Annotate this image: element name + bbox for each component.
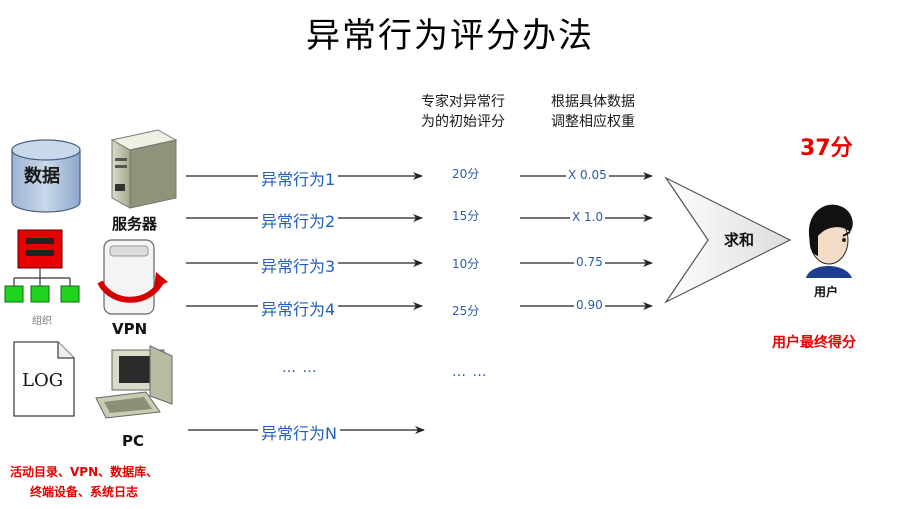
user-avatar-icon (806, 204, 853, 278)
page-title: 异常行为评分办法 (306, 16, 594, 56)
server-icon (110, 129, 178, 209)
rule-label-n: 异常行为N (258, 420, 340, 444)
vpn-label: VPN (112, 320, 148, 338)
weight-3: 0.75 (574, 255, 605, 269)
sum-label: 求和 (724, 231, 755, 249)
pc-label: PC (122, 432, 145, 450)
user-label: 用户 (814, 285, 839, 299)
rule-label-2: 异常行为2 (258, 208, 339, 232)
data-sources-line-2: 终端设备、系统日志 (30, 485, 139, 499)
final-score: 37分 (800, 136, 853, 161)
weight-1: X 0.05 (566, 168, 609, 182)
header-weight-line-1: 根据具体数据 (551, 94, 635, 110)
rule-label-1: 异常行为1 (258, 166, 339, 190)
database-icon (11, 139, 81, 213)
score-1: 20分 (452, 167, 480, 181)
score-2: 15分 (452, 209, 480, 223)
rule-ellipsis: … … (282, 360, 318, 376)
score-3: 10分 (452, 257, 480, 271)
header-initial-line-1: 专家对异常行 (421, 94, 505, 110)
pc-icon (95, 345, 173, 419)
log-document-icon (13, 341, 75, 417)
org-chart-icon (4, 229, 80, 303)
score-ellipsis: … … (452, 364, 488, 380)
score-4: 25分 (452, 304, 480, 318)
vpn-icon (97, 239, 168, 315)
weight-4: 0.90 (574, 298, 605, 312)
rule-label-4: 异常行为4 (258, 296, 339, 320)
server-label: 服务器 (112, 215, 158, 233)
data-sources-note: 活动目录、VPN、数据库、 终端设备、系统日志 (6, 462, 206, 502)
header-initial-line-2: 为的初始评分 (421, 114, 505, 130)
final-score-note: 用户最终得分 (772, 335, 856, 351)
rule-label-3: 异常行为3 (258, 253, 339, 277)
weight-2: X 1.0 (570, 210, 606, 224)
header-weight-line-2: 调整相应权重 (551, 114, 635, 130)
org-label: 组织 (32, 316, 52, 327)
database-label: 数据 (24, 166, 60, 187)
log-label: LOG (22, 370, 64, 391)
data-sources-line-1: 活动目录、VPN、数据库、 (10, 465, 159, 479)
header-weight: 根据具体数据 调整相应权重 (528, 92, 658, 132)
sum-arrow-icon (664, 176, 792, 304)
header-initial-score: 专家对异常行 为的初始评分 (398, 92, 528, 132)
